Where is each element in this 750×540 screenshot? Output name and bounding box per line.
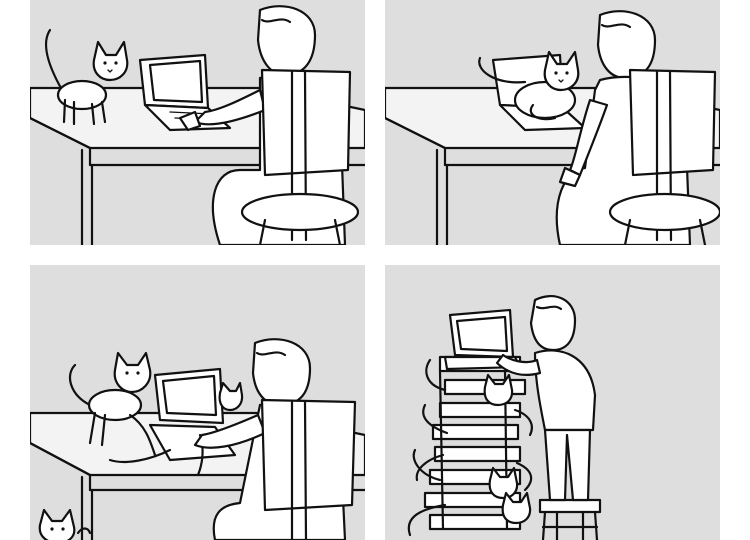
office-chair <box>240 68 360 245</box>
comic-panel-4 <box>385 265 720 540</box>
office-chair <box>260 398 357 540</box>
cat-figure <box>45 28 129 126</box>
panel-4-drawing <box>385 265 720 540</box>
laptop-icon <box>443 308 522 371</box>
laptop-icon <box>148 367 237 462</box>
panel-2-drawing <box>385 0 720 245</box>
cat-figure <box>108 381 244 477</box>
step-stool <box>538 498 602 540</box>
cat-figure <box>68 351 157 457</box>
panel-1-drawing <box>30 0 365 245</box>
office-chair <box>608 68 720 245</box>
panel-3-drawing <box>30 265 365 540</box>
comic-panel-3 <box>30 265 365 540</box>
comic-panel-1 <box>30 0 365 245</box>
person-figure <box>495 295 597 502</box>
comic-panel-2 <box>385 0 720 245</box>
cat-figure <box>38 508 92 540</box>
cat-figure <box>478 50 580 121</box>
